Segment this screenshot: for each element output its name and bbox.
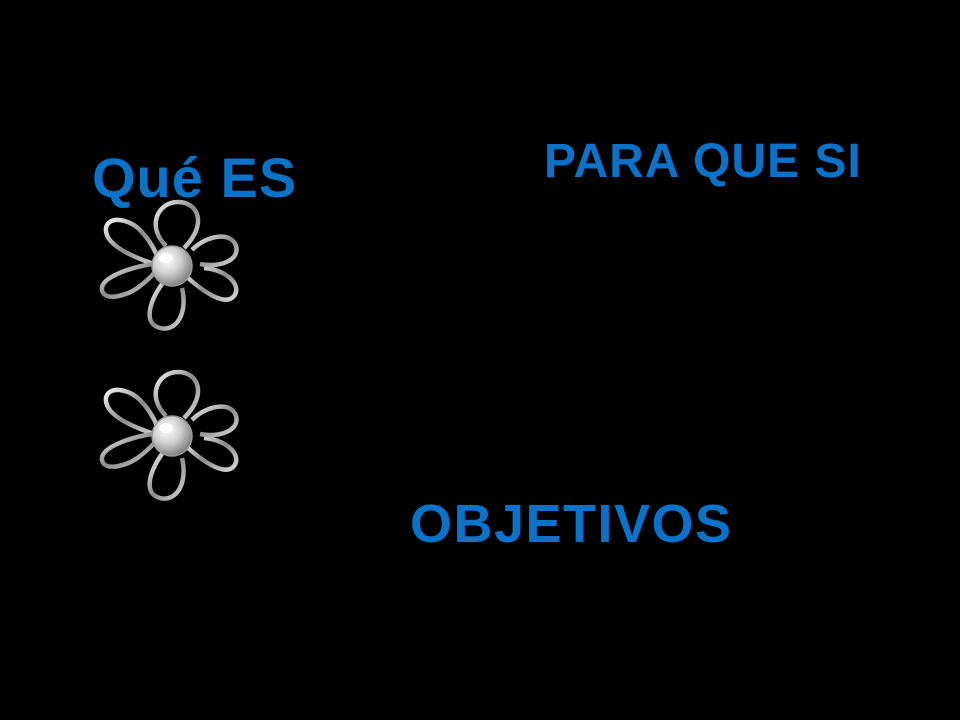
heading-para-que-sirve: PARA QUE SI: [544, 135, 862, 188]
heading-objetivos: OBJETIVOS: [410, 494, 733, 554]
silver-flower-icon: [99, 369, 239, 501]
silver-flower-icon: [99, 199, 239, 331]
heading-que-es: Qué ES: [92, 146, 298, 209]
